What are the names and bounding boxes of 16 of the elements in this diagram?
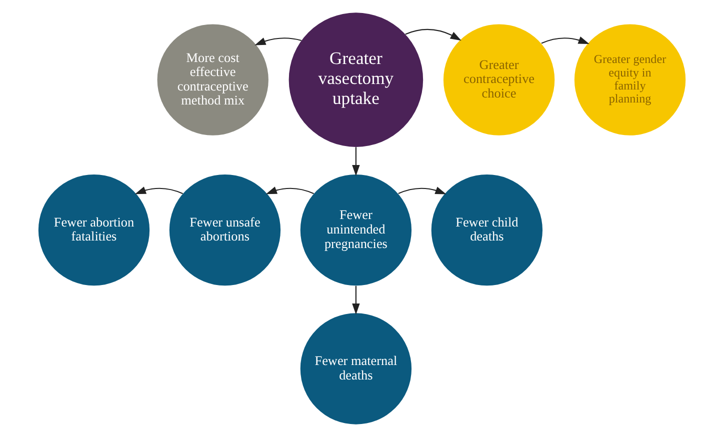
arrow — [352, 286, 360, 315]
node-circle: Fewer abortion fatalities — [38, 174, 150, 286]
node-circle: Greater contraceptive choice — [442, 24, 554, 136]
node-circle: Fewer unintended pregnancies — [300, 174, 412, 286]
node-circle: Greater vasectomy uptake — [288, 12, 423, 147]
node-circle: Greater gender equity in family planning — [574, 24, 686, 136]
node-circle: Fewer maternal deaths — [300, 313, 412, 424]
arrow — [134, 186, 182, 194]
arrow — [265, 186, 314, 194]
arrow — [254, 38, 302, 46]
arrow — [540, 36, 589, 44]
arrow — [352, 147, 360, 176]
node-circle: Fewer unsafe abortions — [168, 174, 280, 286]
arrow — [398, 186, 446, 194]
node-circle: Fewer child deaths — [430, 174, 542, 286]
arrow — [404, 28, 461, 41]
